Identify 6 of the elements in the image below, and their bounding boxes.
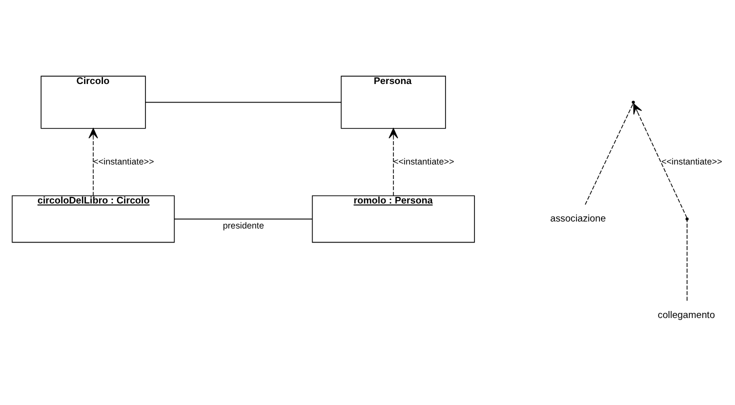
edge-label: <<instantiate>> [93,156,154,166]
edge-label: presidente [222,220,264,230]
node-text: associazione [550,213,606,224]
edge-label: <<instantiate>> [661,156,722,166]
edge-label: <<instantiate>> [393,156,454,166]
node-text: collegamento [658,309,715,320]
